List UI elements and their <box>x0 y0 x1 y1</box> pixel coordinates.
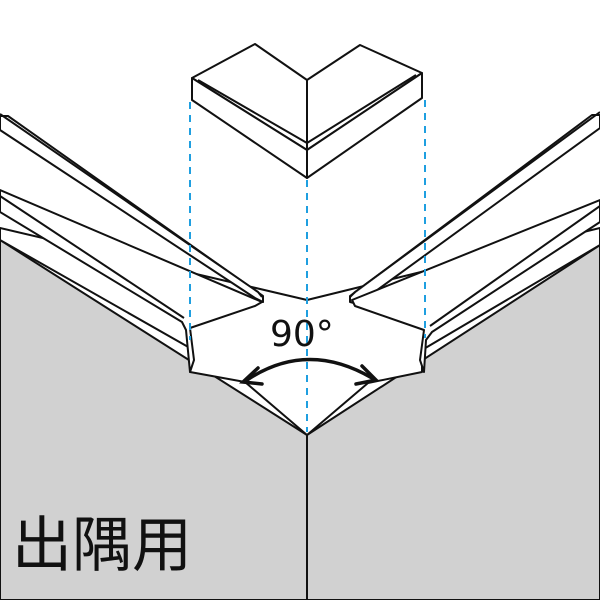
right-rail <box>349 111 600 373</box>
caption: 出隅用 <box>12 511 192 581</box>
guide-lines <box>189 100 426 432</box>
left-rail <box>0 113 264 373</box>
wall-right-face <box>306 244 600 600</box>
angle-label: 90° <box>270 314 334 355</box>
cap-right-face <box>306 72 423 179</box>
angle-arrow <box>239 357 380 386</box>
corner-cap <box>191 43 423 179</box>
